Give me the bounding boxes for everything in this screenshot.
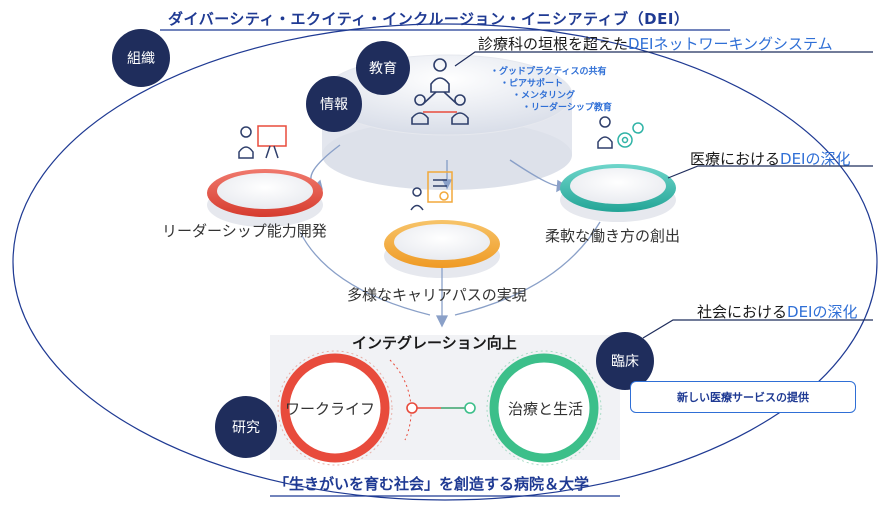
information-circle: 情報 — [306, 76, 362, 132]
leadership-disc — [207, 169, 323, 227]
network-heading-prefix: 診療科の垣根を超えた — [478, 35, 629, 53]
organization-circle: 組織 — [112, 29, 170, 87]
flexible-disc — [560, 164, 676, 222]
treatment-ring — [486, 350, 602, 466]
medical-heading-highlight: DEIの深化 — [780, 150, 851, 168]
gears-icon — [597, 116, 644, 149]
worklife-label: ワークライフ — [285, 400, 376, 418]
medical-heading: 医療におけるDEIの深化 — [690, 148, 850, 169]
integration-label: インテグレーション向上 — [352, 334, 517, 352]
new-service-box: 新しい医療サービスの提供 — [630, 381, 856, 413]
people-network-icon — [411, 58, 469, 125]
research-circle: 研究 — [215, 396, 277, 458]
dei-banner: ダイバーシティ・エクイティ・インクルージョン・イニシアティブ（DEI） — [168, 10, 690, 28]
network-item: ・リーダーシップ教育 — [522, 103, 612, 113]
top-platform — [321, 54, 573, 190]
career-disc — [384, 220, 500, 278]
network-heading: 診療科の垣根を超えたDEIネットワーキングシステム — [478, 33, 833, 54]
society-heading-highlight: DEIの深化 — [787, 303, 858, 321]
education-circle: 教育 — [356, 41, 410, 95]
network-heading-highlight: DEIネットワーキングシステム — [628, 35, 833, 53]
clinical-circle: 臨床 — [596, 332, 654, 390]
society-heading-prefix: 社会における — [697, 303, 788, 321]
footer-mission: 「生きがいを育む社会」を創造する病院＆大学 — [274, 475, 590, 493]
network-item: ・メンタリング — [512, 91, 576, 101]
society-heading: 社会におけるDEIの深化 — [697, 301, 857, 322]
medical-heading-prefix: 医療における — [690, 150, 781, 168]
certificate-icon — [410, 171, 453, 211]
leadership-label: リーダーシップ能力開発 — [162, 222, 327, 240]
presentation-icon — [238, 125, 287, 159]
ring-connector — [406, 402, 476, 414]
outer-oval — [12, 23, 878, 501]
worklife-ring — [277, 350, 412, 466]
network-item: ・グッドプラクティスの共有 — [490, 67, 607, 77]
treatment-label: 治療と生活 — [508, 400, 584, 418]
flexible-label: 柔軟な働き方の創出 — [545, 227, 681, 245]
network-item: ・ピアサポート — [500, 79, 564, 89]
convergence-arrows — [299, 221, 601, 328]
heading-leader-lines — [454, 51, 873, 339]
career-label: 多様なキャリアパスの実現 — [347, 286, 527, 304]
